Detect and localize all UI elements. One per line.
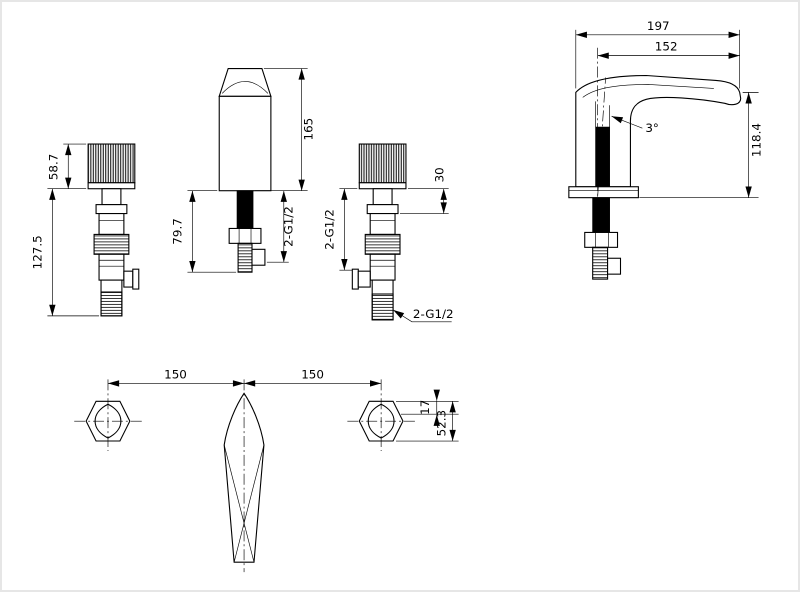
threaded-stud: [592, 246, 609, 280]
hose-clip: [607, 257, 622, 275]
spout-front-view: 165 79.7 2-G1/2: [170, 68, 316, 273]
dim-pitch-right: 150: [244, 367, 382, 387]
handle-head-rim: [358, 182, 407, 190]
dim-shank-length: 79.7: [170, 190, 237, 273]
dim-handle-top-offset: 17: [396, 389, 459, 426]
dim-text: 3°: [645, 121, 659, 135]
mounting-nut: [584, 231, 619, 248]
spout-cap: [218, 68, 272, 97]
side-outlet: [123, 270, 134, 288]
threaded-stud: [237, 242, 253, 273]
handle-neck: [372, 188, 393, 206]
dim-spout-height: 118.4: [639, 92, 764, 198]
dim-head-height: 58.7: [46, 143, 87, 190]
mounting-nut: [228, 227, 262, 244]
handle-flange: [366, 204, 399, 215]
dim-text: 127.5: [30, 235, 44, 269]
valve-lower-body: [369, 253, 396, 281]
spout-profile: [575, 74, 742, 188]
spout-side-view: 197 152 3° 118.4: [568, 19, 764, 280]
valve-body: [98, 213, 125, 235]
threaded-collar: [364, 233, 401, 255]
valve-lower-body: [98, 253, 125, 281]
dim-overall-depth: 197: [575, 19, 741, 89]
dim-spout-reach: 152: [597, 40, 740, 59]
dim-thread-spec: 2-G1/2: [266, 190, 296, 263]
spout-stem: [592, 197, 610, 233]
dim-text: 17: [418, 400, 432, 415]
base-flange: [568, 186, 639, 199]
spout-body: [218, 95, 272, 192]
threaded-collar: [93, 233, 130, 255]
dim-text: 152: [655, 40, 678, 54]
handle-head-rim: [87, 182, 136, 190]
side-outlet-cap: [351, 268, 359, 290]
tilt-axis: [597, 77, 606, 197]
dim-thread-spec-side: 2-G1/2: [322, 188, 358, 271]
dim-text: 150: [301, 367, 324, 381]
dim-text: 165: [302, 118, 316, 141]
dim-handle-length: 52.3: [396, 401, 459, 442]
right-handle-front-view: 30 2-G1/2 2-G1/2: [322, 143, 454, 323]
dim-pitch-left: 150: [107, 367, 245, 387]
dim-text: 2-G1/2: [322, 209, 336, 250]
dim-text: 52.3: [435, 410, 449, 437]
handle-head: [358, 143, 407, 184]
dim-text: 2-G1/2: [282, 206, 296, 247]
side-outlet: [357, 270, 371, 288]
left-handle-front-view: 58.7 127.5: [30, 143, 140, 317]
spout-stem: [236, 190, 254, 229]
handle-flange: [95, 204, 128, 215]
dim-text: 2-G1/2: [413, 307, 454, 321]
dim-tilt-angle: 3°: [611, 115, 659, 135]
dim-overall-height: 165: [254, 68, 316, 192]
dim-text: 30: [433, 167, 447, 182]
plan-view: 150 150 17 52.3: [74, 367, 459, 573]
dim-text: 58.7: [46, 154, 60, 181]
dim-collar-height: 30: [400, 167, 449, 214]
dim-text: 197: [647, 19, 670, 33]
handle-head: [87, 143, 136, 184]
handle-neck: [101, 188, 122, 206]
side-outlet-cap: [132, 268, 140, 290]
dim-body-height: 127.5: [30, 188, 100, 317]
dim-text: 79.7: [170, 218, 184, 245]
hose-clip: [251, 248, 266, 266]
dim-text: 150: [164, 367, 187, 381]
valve-body: [369, 213, 396, 235]
dim-text: 118.4: [750, 123, 764, 157]
dim-thread-spec-bottom: 2-G1/2: [392, 307, 454, 323]
